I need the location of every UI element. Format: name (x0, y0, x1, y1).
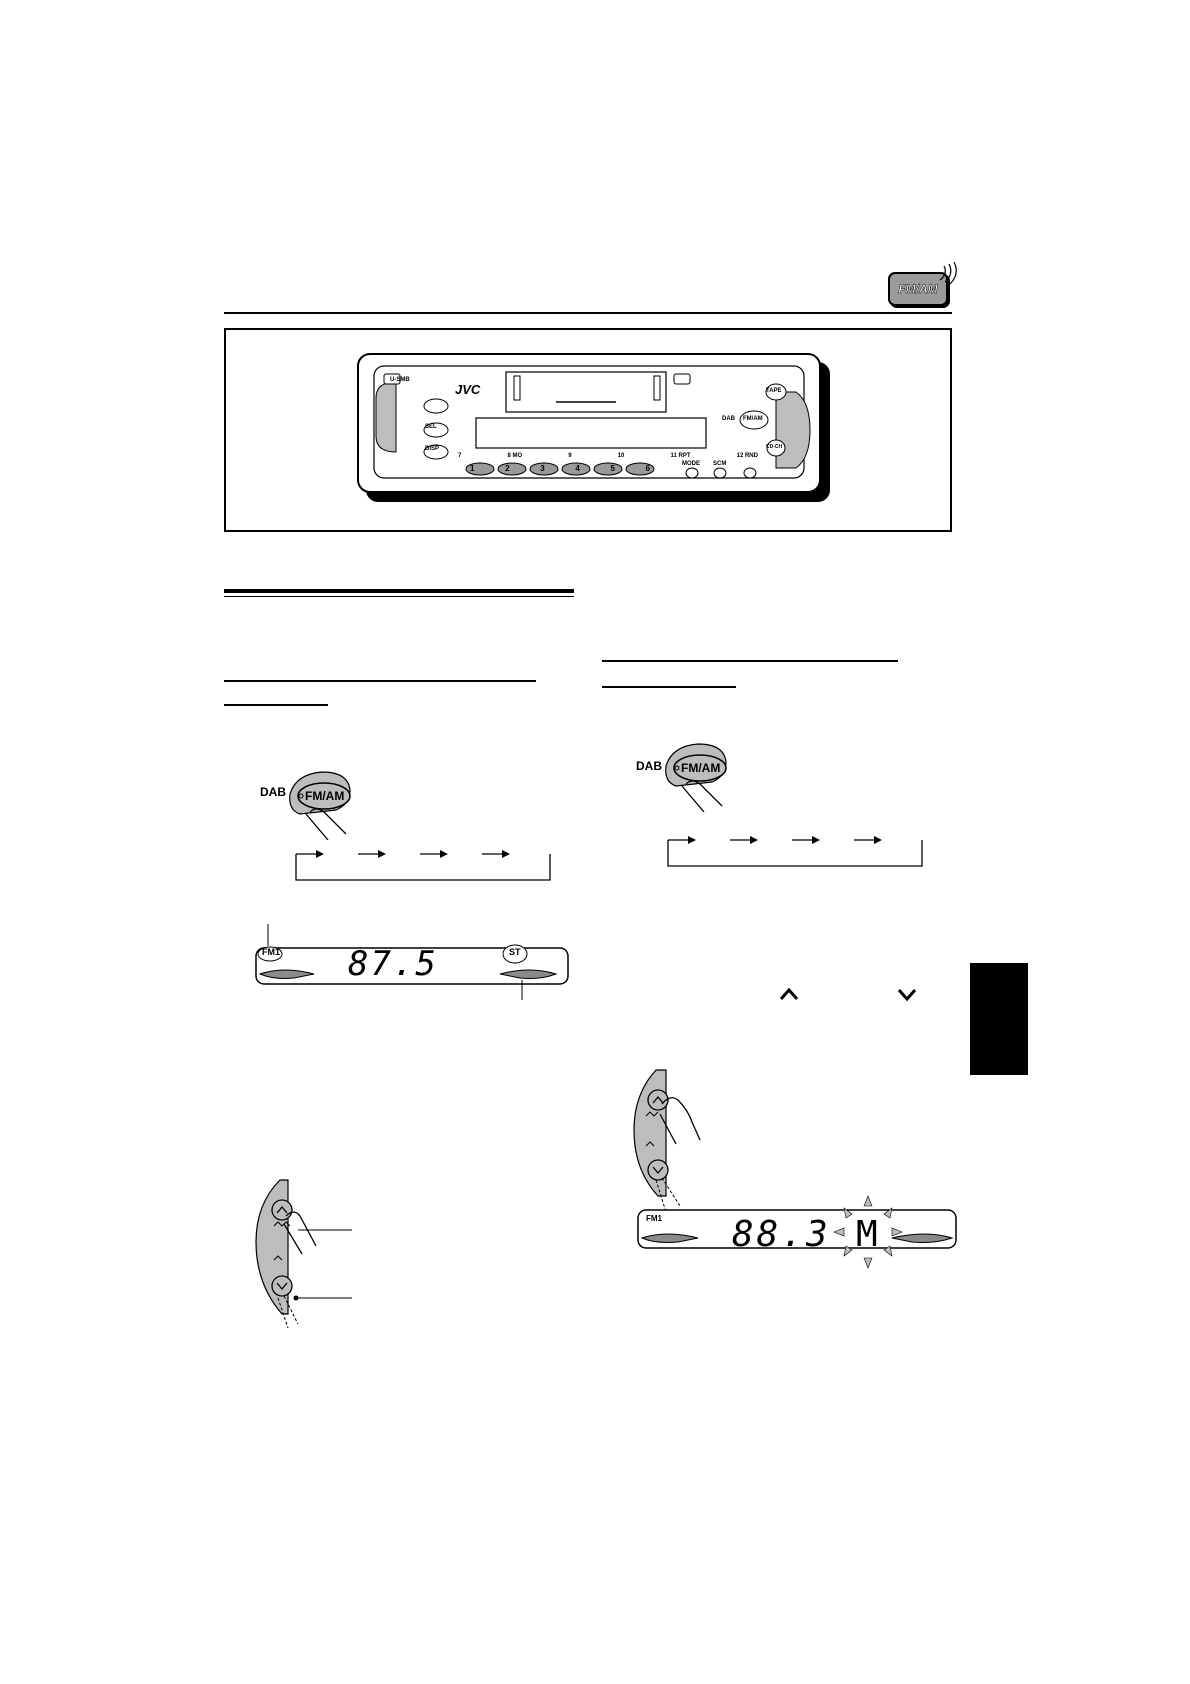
section-title-rule-thin (224, 596, 574, 597)
u-smb-label: U-SMB (390, 377, 410, 383)
radio-waves-icon (939, 262, 957, 285)
lcd-display-figure (255, 924, 569, 1000)
preset-button-6[interactable]: 6 (645, 464, 650, 473)
preset-label: 10 (617, 453, 625, 459)
dab-label: DAB (636, 759, 662, 773)
band-indicator: FM1 (262, 947, 280, 957)
chevron-down-icon (897, 989, 917, 1002)
subsection-underline (602, 686, 736, 688)
preset-button-3[interactable]: 3 (540, 464, 545, 473)
frequency-readout: 88.3 (732, 1214, 831, 1255)
device-figure-frame (224, 328, 952, 532)
band-cycle-diagram (295, 850, 551, 881)
band-indicator: FM1 (646, 1214, 662, 1223)
fm-am-button-label: FM/AM (681, 761, 721, 775)
subsection-underline (224, 704, 328, 706)
lcd-display-figure (637, 1195, 957, 1269)
preset-secondary-labels: 7 8 MO 9 10 11 RPT 12 RND (458, 453, 758, 459)
sel-button[interactable]: SEL (425, 424, 437, 430)
cd-ch-button[interactable]: CD-CH (766, 444, 783, 450)
dab-label: DAB (722, 416, 735, 422)
seek-buttons-figure (633, 1069, 701, 1213)
fm-am-button-press-figure (665, 743, 727, 812)
header-rule (224, 312, 952, 314)
disp-button[interactable]: DISP (425, 446, 440, 452)
subsection-underline (602, 660, 898, 662)
preset-label: 11 RPT (670, 453, 691, 459)
jvc-car-stereo-faceplate (357, 353, 830, 502)
preset-button-4[interactable]: 4 (575, 464, 580, 473)
fm-am-section-badge: FM/AM (888, 272, 948, 306)
frequency-readout: 87.5 (348, 944, 438, 984)
fm-am-button-press-figure (289, 771, 351, 840)
stereo-indicator: ST (509, 947, 521, 957)
section-title-rule (224, 589, 574, 593)
preset-button-1[interactable]: 1 (470, 464, 475, 473)
preset-label: 8 MO (507, 453, 523, 459)
preset-button-2[interactable]: 2 (505, 464, 510, 473)
band-cycle-diagram (667, 836, 923, 867)
preset-label: 12 RND (736, 453, 758, 459)
language-thumb-tab (970, 963, 1028, 1075)
memory-indicator-blinking: M (856, 1214, 878, 1255)
seek-buttons-figure (255, 1179, 352, 1329)
preset-label: 7 (458, 453, 462, 459)
tape-button[interactable]: TAPE (766, 388, 782, 394)
preset-button-5[interactable]: 5 (610, 464, 615, 473)
subsection-underline (224, 680, 536, 682)
scm-button-label: SCM (713, 461, 727, 467)
jvc-brand-logo: JVC (455, 382, 481, 397)
preset-buttons: 1 2 3 4 5 6 (470, 464, 650, 473)
mode-button-label: MODE (682, 461, 700, 467)
preset-label: 9 (568, 453, 572, 459)
fm-am-button[interactable]: FM/AM (743, 416, 763, 422)
chevron-up-icon (779, 987, 799, 1000)
dab-label: DAB (260, 785, 286, 799)
fm-am-button-label: FM/AM (305, 789, 345, 803)
